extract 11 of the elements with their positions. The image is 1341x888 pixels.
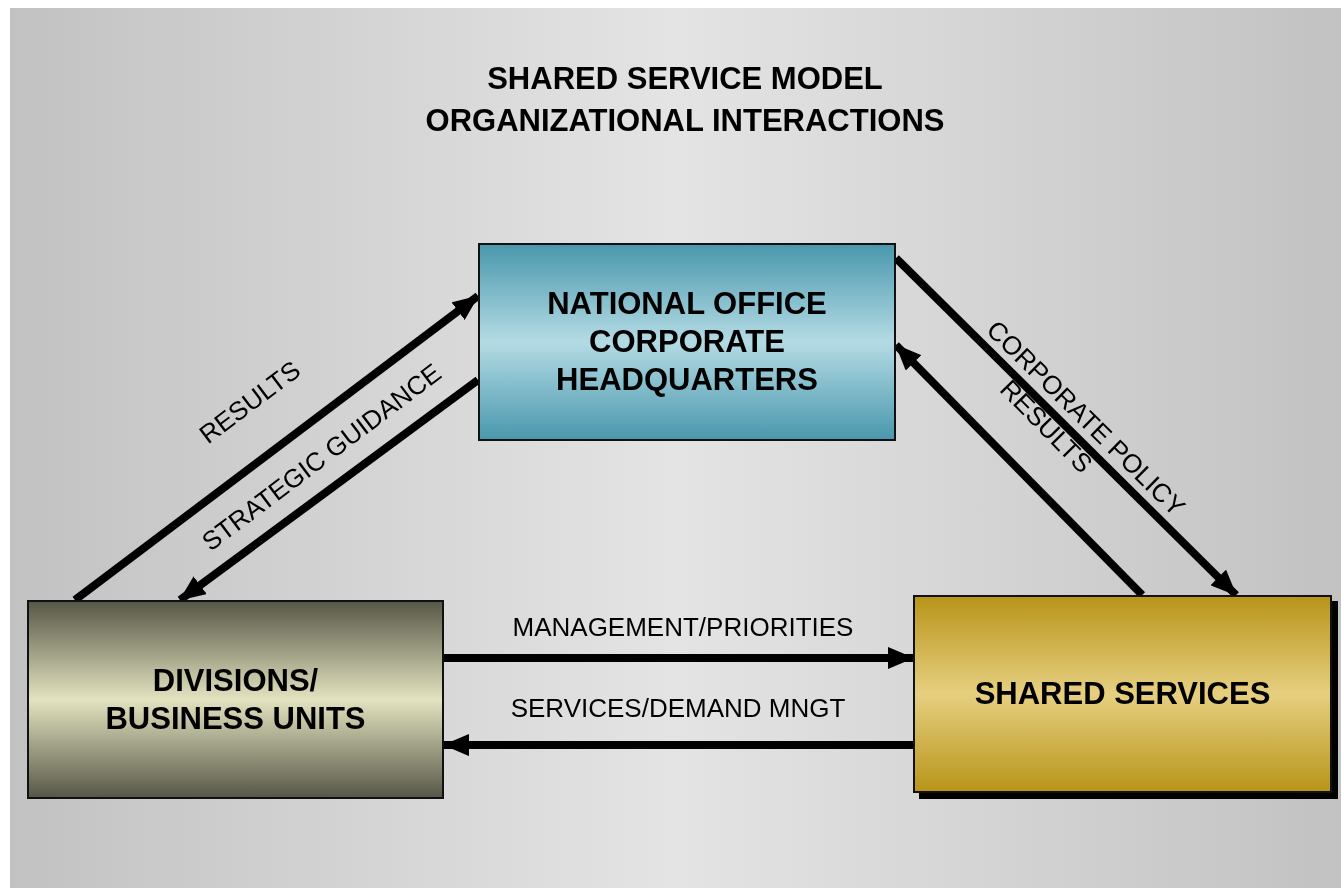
arrow (443, 734, 913, 757)
arrow (893, 342, 1146, 598)
edge-label: MANAGEMENT/PRIORITIES (512, 611, 854, 643)
diagram-title: SHARED SERVICE MODEL ORGANIZATIONAL INTERACTIONS (424, 60, 946, 140)
node-label: NATIONAL OFFICE CORPORATE HEADQUARTERS (546, 285, 828, 399)
node-label: DIVISIONS/ BUSINESS UNITS (104, 661, 367, 738)
node-label: SHARED SERVICES (973, 675, 1272, 713)
edge-label: SERVICES/DEMAND MNGT (510, 692, 846, 724)
process-box (27, 600, 444, 799)
arrow (444, 646, 914, 669)
process-box (478, 243, 896, 441)
